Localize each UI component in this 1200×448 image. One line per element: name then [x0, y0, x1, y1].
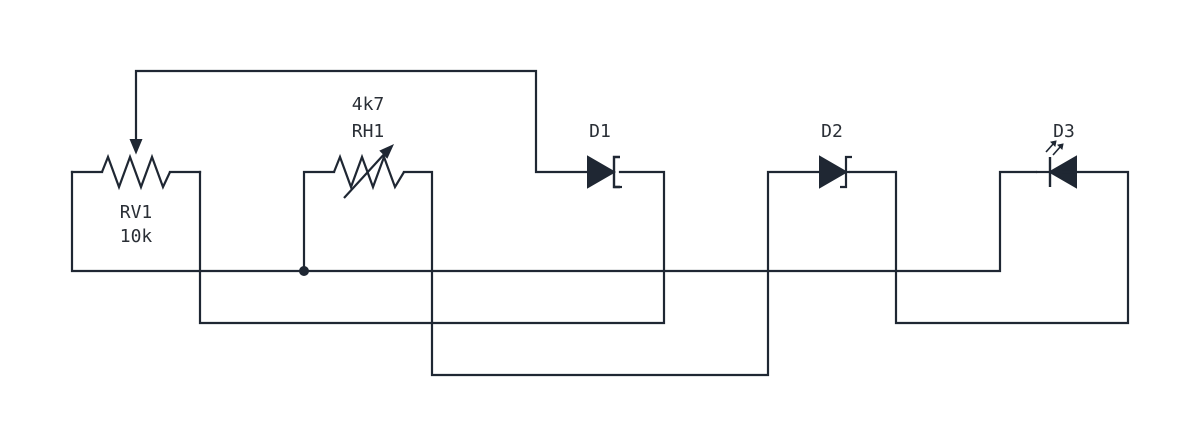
- rheostat-rh1[interactable]: 4k7 RH1: [332, 94, 405, 199]
- diode-triangle-icon: [819, 155, 849, 189]
- light-emission-arrows-icon: [1045, 140, 1064, 156]
- wire-common-rail: [70, 170, 1038, 273]
- rv1-value-label: 10k: [120, 226, 153, 247]
- rv1-ref-label: RV1: [120, 202, 153, 223]
- d2-ref-label: D2: [821, 121, 843, 142]
- rh1-ref-label: RH1: [352, 121, 385, 142]
- resistor-zigzag: [100, 153, 171, 191]
- junction-dot: [299, 266, 309, 276]
- led-d3[interactable]: D3: [1036, 121, 1077, 189]
- schottky-diode-d1[interactable]: D1: [587, 121, 622, 189]
- d3-ref-label: D3: [1053, 121, 1075, 142]
- wire-rh1-to-d2: [402, 170, 822, 377]
- zener-diode-d2[interactable]: D2: [819, 121, 852, 189]
- wire-rh1-left-to-junction: [302, 170, 336, 273]
- variable-arrow-icon: [379, 143, 395, 159]
- potentiometer-rv1[interactable]: RV1 10k: [100, 139, 171, 247]
- variable-arrow-line: [343, 149, 389, 199]
- d1-ref-label: D1: [589, 121, 611, 142]
- wiper-arrow-icon: [129, 139, 143, 155]
- diode-triangle-icon: [587, 155, 617, 189]
- wire-d2-to-d3: [848, 170, 1130, 325]
- rh1-value-label: 4k7: [352, 94, 385, 115]
- wire-rv1-to-d1-cathode: [198, 170, 666, 325]
- wires: [70, 69, 1130, 377]
- wire-rv1-wiper-to-d1: [134, 69, 590, 174]
